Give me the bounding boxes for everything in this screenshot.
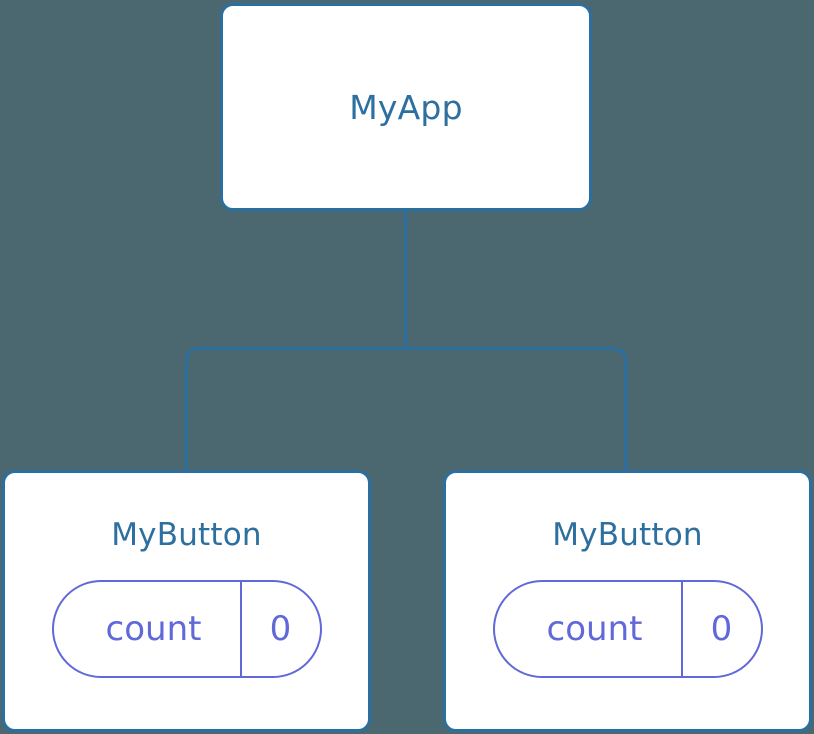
state-pill[interactable]: count 0 — [492, 580, 763, 678]
state-value: 0 — [239, 582, 320, 676]
node-title: MyApp — [349, 87, 463, 127]
state-key: count — [105, 609, 202, 649]
node-title: MyButton — [552, 517, 703, 553]
node-myapp[interactable]: MyApp — [220, 3, 592, 211]
state-key: count — [546, 609, 643, 649]
node-mybutton-0[interactable]: MyButton count 0 — [2, 470, 371, 732]
node-title: MyButton — [111, 517, 262, 553]
connector-to-child-0 — [185, 347, 406, 471]
state-pill[interactable]: count 0 — [51, 580, 322, 678]
node-mybutton-1[interactable]: MyButton count 0 — [443, 470, 812, 732]
state-value: 0 — [680, 582, 761, 676]
connector-to-child-1 — [405, 347, 627, 471]
